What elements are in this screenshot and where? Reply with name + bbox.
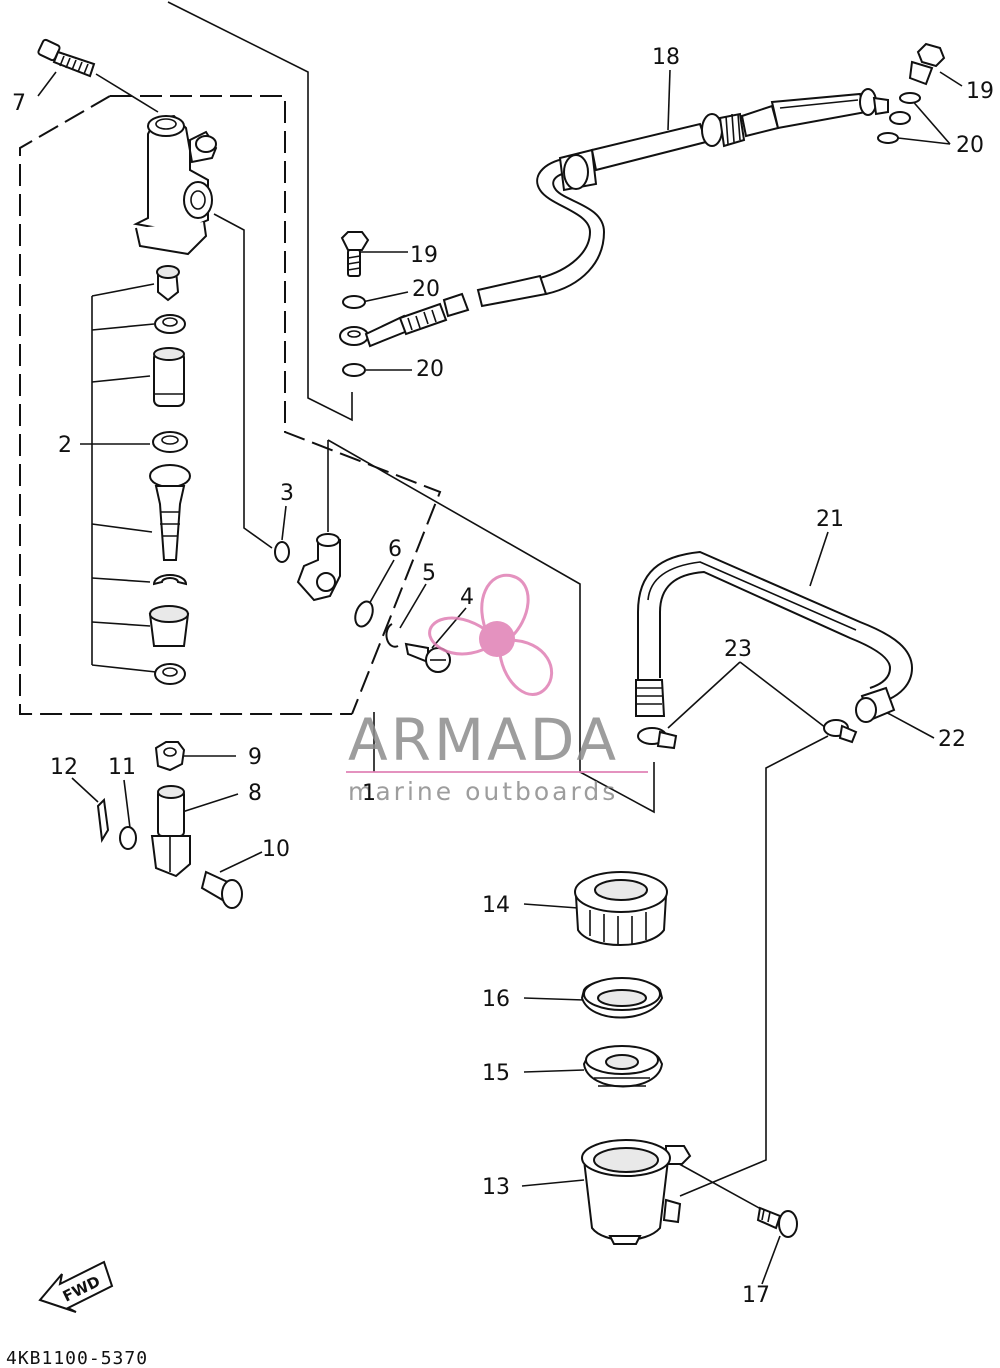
watermark-brand: ARMADA [348,706,619,774]
reservoir-hose-21 [635,550,914,717]
diaphragm-15 [582,1045,664,1088]
o-ring-3 [274,541,290,563]
fwd-arrow-icon: FWD [38,1260,114,1313]
diaphragm-plate-16 [580,977,664,1019]
callout-20-upper-left: 20 [412,277,440,302]
banjo-fitting-right [889,111,911,125]
callout-4: 4 [460,585,474,610]
callout-20-right: 20 [956,133,984,158]
clevis-8 [150,785,191,878]
cotter-pin-12 [96,797,110,844]
brake-hose-18 [398,88,889,336]
callout-9: 9 [248,745,262,770]
reservoir-cap-14 [574,871,668,946]
callout-11: 11 [108,755,136,780]
callout-18: 18 [652,45,680,70]
screw-17 [756,1206,798,1238]
callout-19-left: 19 [410,243,438,268]
callout-20-lower-left: 20 [416,357,444,382]
callout-15: 15 [482,1061,510,1086]
banjo-bolt-19-right [908,42,946,86]
hose-end-22 [855,686,896,723]
washer-20-upper-left [342,295,366,309]
hose-clip-23-right [823,719,858,744]
callout-23: 23 [724,637,752,662]
watermark: ARMADA marine outboards [346,573,648,806]
callout-labels: 7 2 3 6 5 4 1 9 8 10 11 12 19 20 20 18 1… [12,45,994,1308]
screw-4 [404,642,451,673]
o-ring-6 [354,600,374,628]
callout-19-right: 19 [966,79,994,104]
leader-lines [37,1,963,1285]
nut-9 [154,741,186,772]
piston-kit-2 [148,265,191,685]
propeller-logo-icon [428,573,554,696]
callout-3: 3 [280,481,294,506]
callout-12: 12 [50,755,78,780]
washer-20-upper-right [899,92,921,104]
callout-13: 13 [482,1175,510,1200]
circlip-5 [385,623,399,648]
diagram-code: 4KB1100-5370 [6,1348,148,1368]
clevis-pin-10 [200,870,243,909]
hose-joint-1 [296,533,341,602]
callout-5: 5 [422,561,436,586]
callout-6: 6 [388,537,402,562]
banjo-fitting-left [339,314,412,348]
reservoir-13 [581,1139,692,1245]
callout-14: 14 [482,893,510,918]
callout-7: 7 [12,91,26,116]
assembly-dashed-outline [19,95,442,715]
bolt-7 [37,38,96,78]
watermark-tagline: marine outboards [348,777,618,806]
callout-10: 10 [262,837,290,862]
washer-20-lower-right [877,132,899,144]
washer-20-lower-left [342,363,366,377]
washer-11 [119,826,137,850]
banjo-bolt-19-left [340,231,370,277]
callout-21: 21 [816,507,844,532]
callout-2: 2 [58,433,72,458]
callout-16: 16 [482,987,510,1012]
callout-8: 8 [248,781,262,806]
master-cylinder-body [132,114,218,256]
callout-1: 1 [362,781,376,806]
callout-22: 22 [938,727,966,752]
hose-clip-23-left [637,727,678,750]
callout-17: 17 [742,1283,770,1308]
